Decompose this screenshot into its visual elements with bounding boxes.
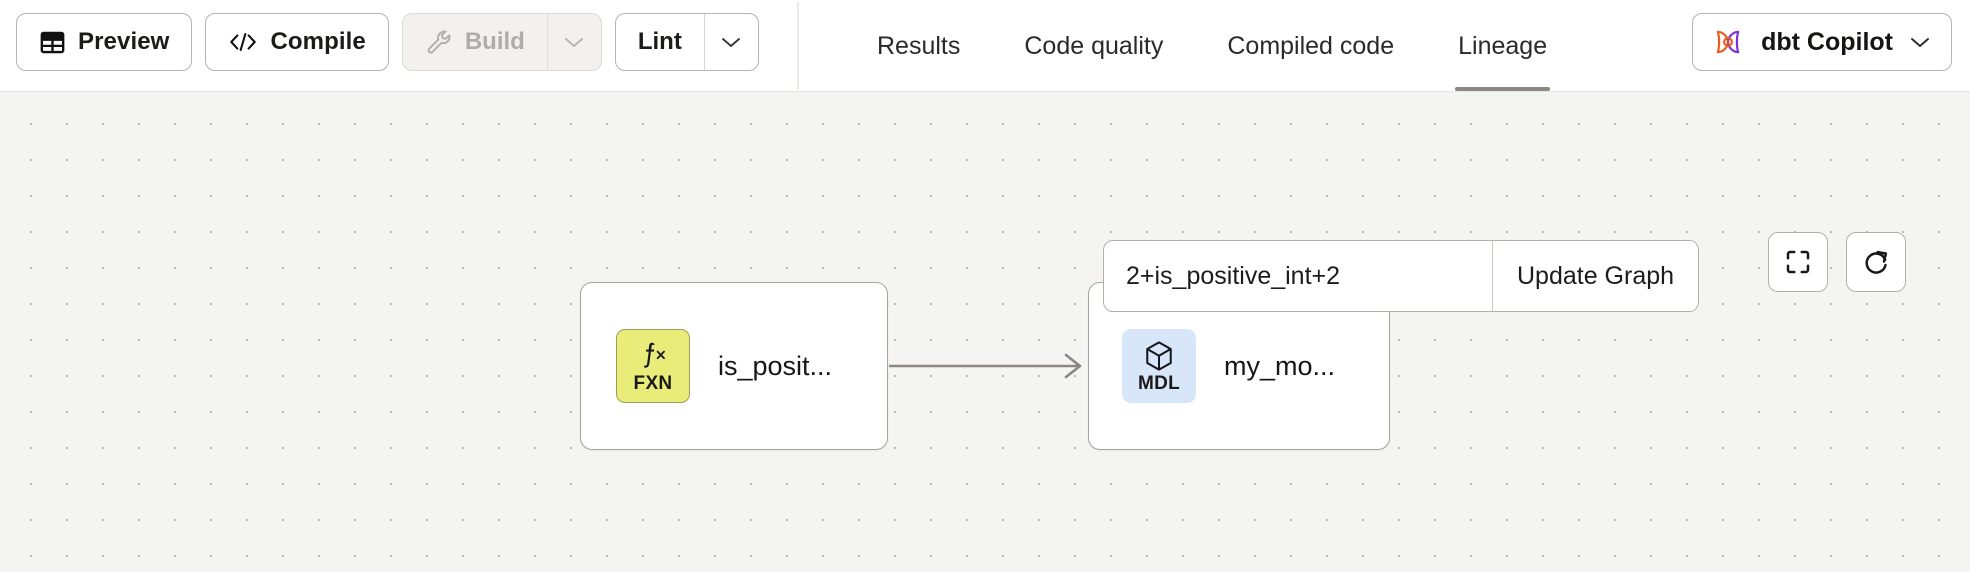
lint-button[interactable]: Lint	[616, 14, 704, 70]
tab-compiled-code[interactable]: Compiled code	[1195, 0, 1426, 92]
chevron-down-icon	[565, 38, 584, 47]
mdl-badge-label: MDL	[1137, 373, 1181, 394]
toolbar-divider	[797, 2, 799, 90]
editor-toolbar: Preview Compile Build	[16, 13, 759, 71]
update-graph-label: Update Graph	[1517, 261, 1675, 290]
lineage-node-label: my_mo...	[1224, 350, 1336, 381]
chevron-down-icon	[1909, 35, 1931, 49]
dbt-logo-icon	[1711, 25, 1745, 59]
lineage-edge-is-positive-int-to-my-model	[889, 353, 1082, 379]
lint-split-button[interactable]: Lint	[614, 13, 759, 71]
mdl-badge: MDL	[1122, 329, 1196, 403]
chevron-down-icon	[722, 38, 741, 47]
compile-button[interactable]: Compile	[205, 13, 389, 71]
tab-results-label: Results	[877, 31, 961, 60]
lint-label: Lint	[637, 28, 682, 55]
tab-results[interactable]: Results	[845, 0, 992, 92]
fxn-badge: FXN	[616, 329, 690, 403]
update-graph-button[interactable]: Update Graph	[1492, 241, 1699, 311]
build-split-button: Build	[401, 13, 602, 71]
tab-code-quality[interactable]: Code quality	[992, 0, 1195, 92]
table-icon	[39, 29, 66, 56]
dbt-copilot-label: dbt Copilot	[1761, 27, 1893, 56]
graph-selector-group: Update Graph	[1103, 240, 1700, 312]
preview-button[interactable]: Preview	[16, 13, 193, 71]
refresh-button[interactable]	[1846, 232, 1906, 292]
tab-compiled-code-label: Compiled code	[1227, 31, 1395, 60]
editor-header: Preview Compile Build	[0, 0, 1970, 92]
lineage-node-label: is_posit...	[718, 350, 833, 381]
tab-lineage-label: Lineage	[1458, 31, 1548, 60]
lint-dropdown-caret[interactable]	[703, 14, 758, 70]
build-label: Build	[464, 28, 525, 55]
build-dropdown-caret	[546, 14, 601, 70]
refresh-icon	[1865, 250, 1888, 274]
fullscreen-icon	[1786, 250, 1810, 274]
compile-label: Compile	[270, 28, 366, 55]
build-button: Build	[403, 14, 547, 70]
lineage-node-is-positive-int[interactable]: FXN is_posit...	[580, 282, 888, 450]
function-icon	[640, 339, 666, 373]
fxn-badge-label: FXN	[633, 373, 673, 394]
cube-icon	[1144, 339, 1174, 373]
tab-lineage[interactable]: Lineage	[1426, 0, 1579, 92]
code-brackets-icon	[228, 30, 258, 54]
graph-controls: Update Graph	[1103, 240, 1700, 312]
dbt-copilot-button[interactable]: dbt Copilot	[1692, 13, 1952, 71]
fullscreen-button[interactable]	[1768, 232, 1828, 292]
graph-view-controls	[1768, 232, 1906, 292]
tab-code-quality-label: Code quality	[1024, 31, 1164, 60]
wrench-icon	[425, 28, 453, 56]
graph-selector-input[interactable]	[1104, 241, 1492, 311]
preview-label: Preview	[78, 28, 170, 55]
lineage-canvas[interactable]: Update Graph	[0, 92, 1970, 572]
result-tabs: Results Code quality Compiled code Linea…	[845, 0, 1579, 92]
